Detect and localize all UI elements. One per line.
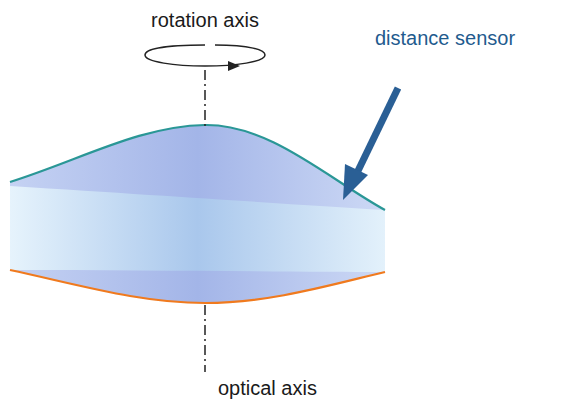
axis-label: optical axis xyxy=(218,376,317,400)
axis-label: rotation axis xyxy=(151,8,259,32)
sensor-label: distance sensor xyxy=(375,26,515,50)
